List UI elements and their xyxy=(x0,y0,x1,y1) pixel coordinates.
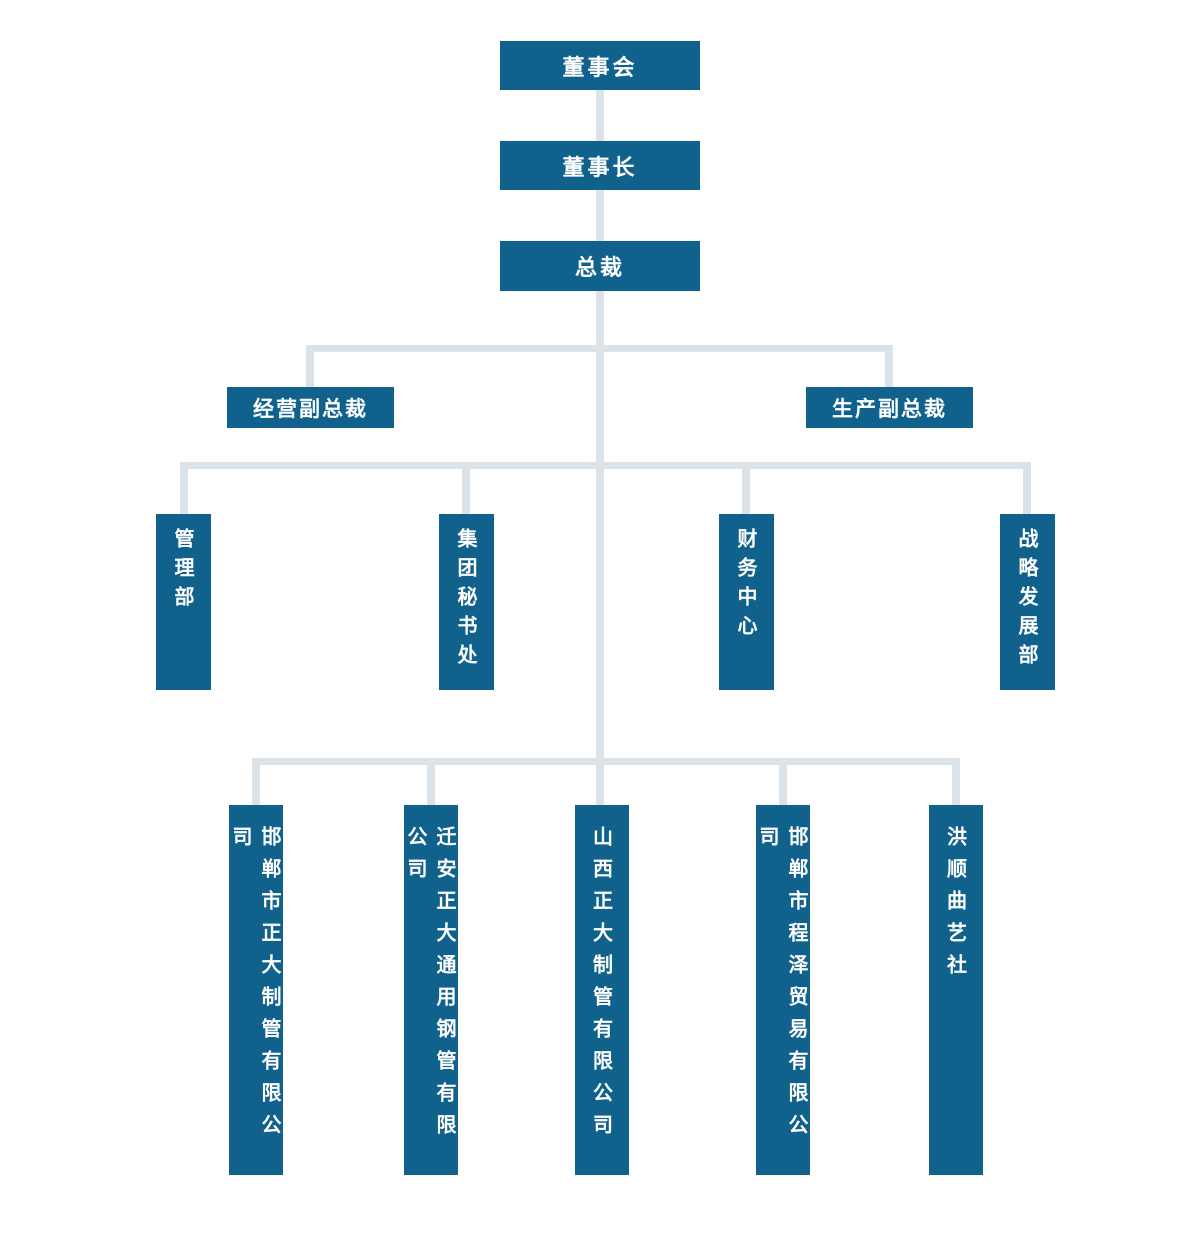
connector-drop-subsidiary-4 xyxy=(779,758,787,806)
connector-drop-vp-operations xyxy=(306,345,314,388)
org-node-vp-production: 生产副总裁 xyxy=(806,387,973,428)
connector-drop-subsidiary-5 xyxy=(952,758,960,806)
connector-chairman-president xyxy=(596,190,604,242)
org-node-chairman: 董事长 xyxy=(500,141,700,190)
connector-level2-horizontal xyxy=(180,462,1031,469)
connector-drop-subsidiary-1 xyxy=(252,758,260,806)
org-node-subsidiary-handan-chengze: 邯郸市程泽贸易有限公司 xyxy=(756,805,810,1175)
org-node-dept-strategy: 战略发展部 xyxy=(1000,514,1055,690)
org-node-subsidiary-qianan-zhengda: 迁安正大通用钢管有限公司 xyxy=(404,805,458,1175)
org-node-vp-operations: 经营副总裁 xyxy=(227,387,394,428)
connector-board-chairman xyxy=(596,90,604,142)
connector-drop-subsidiary-2 xyxy=(427,758,435,806)
org-node-subsidiary-shanxi-zhengda: 山西正大制管有限公司 xyxy=(575,805,629,1175)
connector-level3-horizontal xyxy=(252,758,960,765)
org-node-subsidiary-handan-zhengda: 邯郸市正大制管有限公司 xyxy=(229,805,283,1175)
connector-drop-dept-finance xyxy=(742,462,750,515)
org-node-dept-finance: 财务中心 xyxy=(719,514,774,690)
connector-center-spine xyxy=(596,291,604,805)
org-node-dept-secretariat: 集团秘书处 xyxy=(439,514,494,690)
connector-drop-dept-secretariat xyxy=(462,462,470,515)
connector-drop-dept-strategy xyxy=(1023,462,1031,515)
connector-drop-vp-production xyxy=(885,345,893,388)
org-node-president: 总裁 xyxy=(500,241,700,291)
org-node-board: 董事会 xyxy=(500,41,700,90)
connector-drop-dept-management xyxy=(180,462,188,515)
connector-level1-horizontal xyxy=(306,345,893,352)
org-node-subsidiary-hongshun: 洪顺曲艺社 xyxy=(929,805,983,1175)
org-node-dept-management: 管理部 xyxy=(156,514,211,690)
